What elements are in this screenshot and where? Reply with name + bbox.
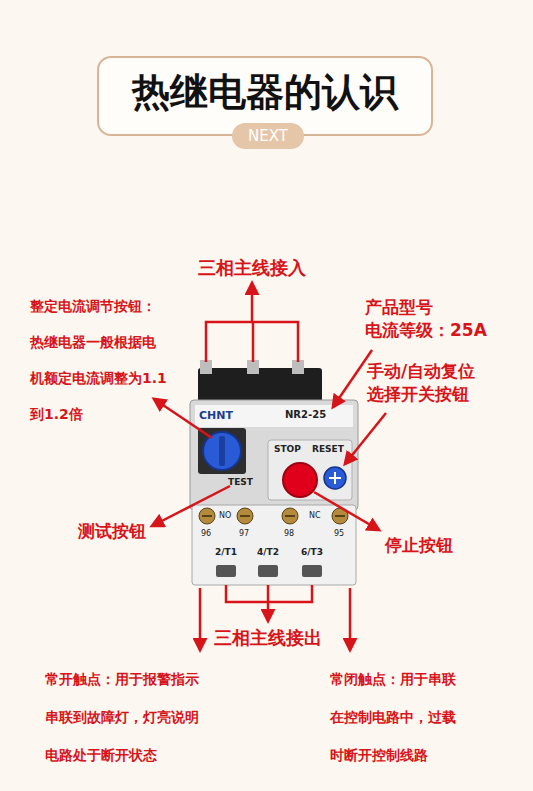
terminal-number: 98	[284, 530, 294, 538]
terminal-number: 2/T1	[215, 548, 237, 557]
terminal-number: 95	[334, 530, 344, 538]
button-label: STOP	[274, 445, 301, 454]
node-text: NEXT	[248, 127, 288, 145]
annotation-label: 手动/自动复位 选择开关按钮	[367, 360, 507, 406]
brand-logo: CHNT	[199, 410, 233, 421]
relay-body	[190, 360, 358, 510]
model-number: NR2-25	[285, 410, 326, 420]
annotation-label: 测试按钮	[78, 520, 146, 543]
button-label: RESET	[312, 445, 344, 454]
button-label: TEST	[228, 478, 253, 487]
contact-label: NC	[309, 512, 321, 520]
annotation-label: 三相主线接入	[198, 256, 306, 280]
terminal-number: 97	[239, 530, 249, 538]
annotation-label: 产品型号 电流等级：25A	[365, 296, 505, 342]
terminal-number: 96	[201, 530, 211, 538]
terminal-block	[192, 505, 356, 585]
diagram-title: 热继电器的认识	[132, 67, 398, 118]
leader-lines	[152, 283, 386, 650]
annotation-label: 常开触点：用于报警指示 串联到故障灯，灯亮说明 电路处于断开状态	[45, 660, 235, 774]
next-pill: NEXT	[232, 123, 304, 149]
annotation-label: 常闭触点：用于串联 在控制电路中，过载 时断开控制线路	[330, 660, 482, 774]
contact-label: NO	[219, 512, 231, 520]
annotation-label: 三相主线接出	[214, 626, 322, 650]
terminal-number: 6/T3	[301, 548, 323, 557]
annotation-label: 停止按钮	[385, 534, 453, 557]
annotation-label: 整定电流调节按钮： 热继电器一般根据电 机额定电流调整为1.1 到1.2倍	[30, 288, 182, 432]
terminal-number: 4/T2	[257, 548, 279, 557]
